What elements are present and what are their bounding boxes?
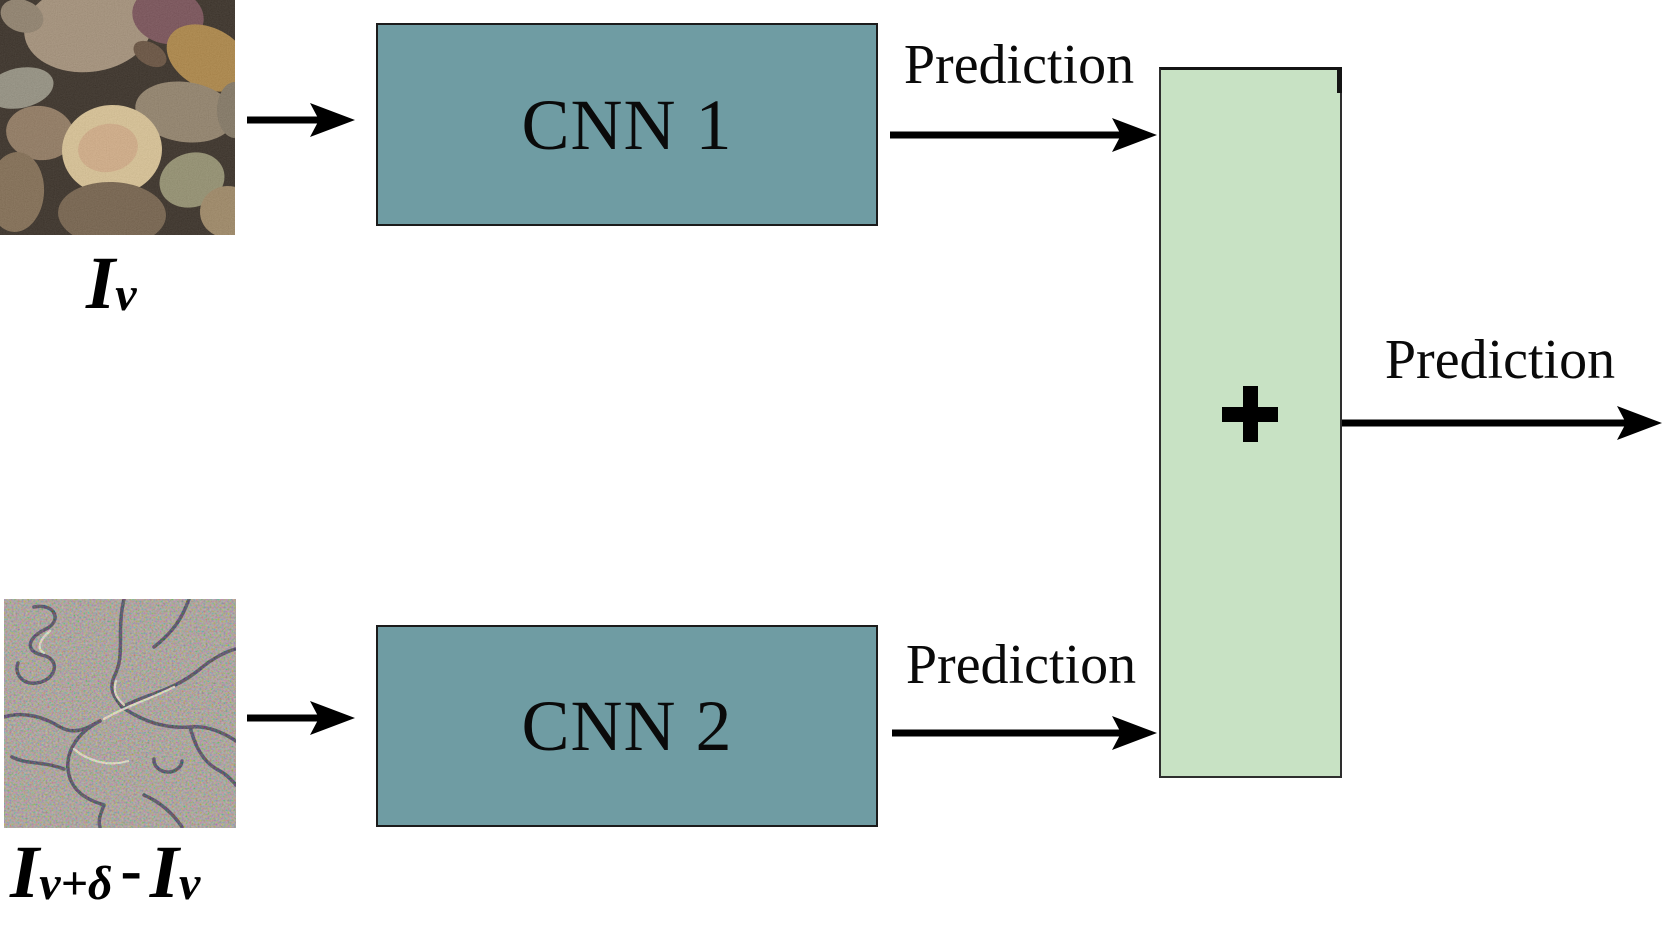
noise-difference-image [4,599,236,828]
prediction-label-bottom: Prediction [905,634,1137,696]
input-arrow-bottom [247,701,355,735]
iv-main: I [86,242,116,325]
plus-icon [1222,386,1278,442]
ivd-minus: - [120,834,142,905]
cnn2-box: CNN 2 [376,625,878,827]
input-arrow-top [247,103,355,137]
ivd-i2: I [149,831,179,914]
input-label-iv: Iv [86,246,137,321]
cnn2-to-sum-arrow [892,716,1157,750]
ivd-sub1: v+δ [39,857,113,910]
cnn1-box: CNN 1 [376,23,878,226]
cnn1-to-sum-arrow [890,118,1157,152]
output-arrow [1342,406,1662,440]
prediction-label-output: Prediction [1384,329,1616,391]
ivd-i1: I [10,831,40,914]
cnn1-label: CNN 1 [521,84,733,165]
ivd-sub2: v [178,857,201,910]
iv-sub: v [115,268,137,321]
cnn2-label: CNN 2 [521,686,733,766]
sum-box-corner-tick [1337,67,1342,93]
pebbles-photo [0,0,235,235]
input-label-iv-delta: Iv+δ-Iv [10,835,200,910]
prediction-label-top: Prediction [903,34,1135,96]
